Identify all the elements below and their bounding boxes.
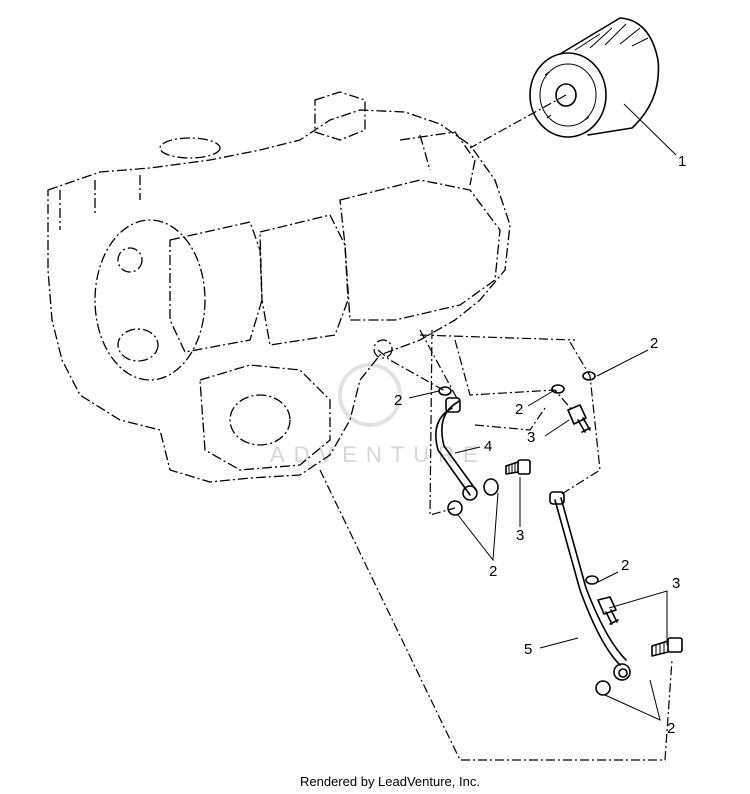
leader-lines [408,103,677,721]
bolt-icon [567,404,591,433]
callout-3: 3 [672,575,680,592]
callout-2: 2 [621,557,629,574]
watermark: ADVENTURE [270,363,487,467]
washer-icon [551,384,565,394]
callout-3: 3 [516,527,524,544]
bolt-icon [597,596,619,625]
callout-1: 1 [678,153,686,170]
washer-icon [483,478,499,496]
washer-icon [585,575,599,585]
engine-crankcase [47,91,511,483]
washer-icon [582,371,596,381]
callouts: 1 2 2 2 3 4 3 2 2 3 5 2 [394,153,686,737]
oil-line-upper [435,397,478,501]
bolt-icon [505,459,531,475]
washer-icon [595,680,611,696]
callout-4: 4 [484,438,492,455]
watermark-text: ADVENTURE [270,442,487,467]
callout-2: 2 [515,401,523,418]
callout-2: 2 [667,720,675,737]
oil-line-lower [549,491,631,681]
washer-icon [618,668,628,678]
oil-filter [529,17,660,138]
callout-2: 2 [650,335,658,352]
banjo-bolts [505,404,683,657]
callout-3: 3 [527,429,535,446]
bolt-icon [651,637,683,657]
footer-credit: Rendered by LeadVenture, Inc. [300,774,480,789]
washers [438,371,628,696]
assembly-lines [319,94,673,761]
washer-icon [447,500,463,516]
callout-5: 5 [524,641,532,658]
callout-2: 2 [489,563,497,580]
callout-2: 2 [394,392,402,409]
